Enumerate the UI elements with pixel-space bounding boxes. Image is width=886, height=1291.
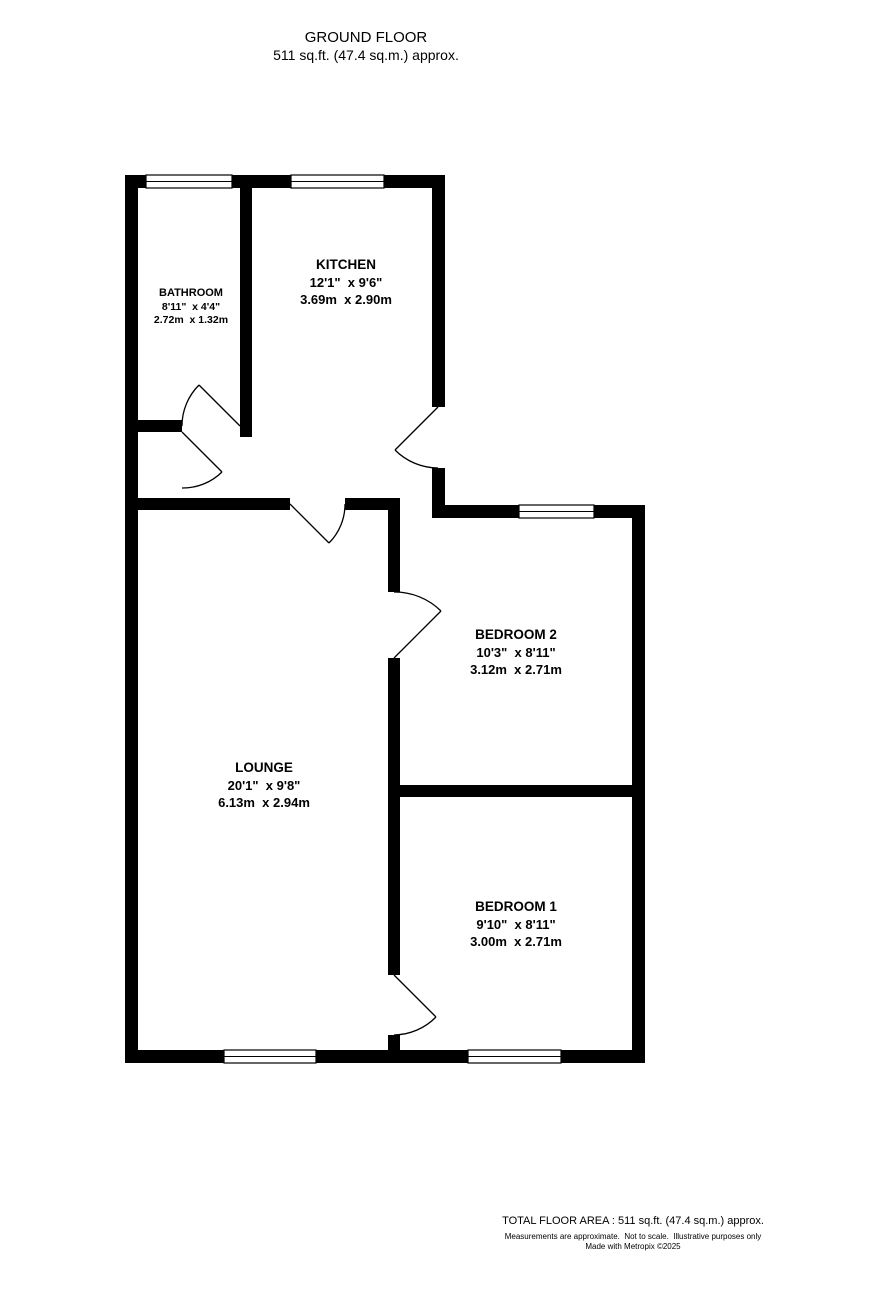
window: [223, 1049, 317, 1064]
wall-segment: [388, 658, 400, 797]
disclaimer-text: Measurements are approximate. Not to sca…: [505, 1232, 762, 1241]
wall-segment: [432, 175, 445, 407]
door-kitchen: [394, 406, 439, 469]
room-dim-metric: 3.12m x 2.71m: [470, 662, 562, 677]
room-dim-metric: 6.13m x 2.94m: [218, 795, 310, 810]
door-arc: [328, 503, 346, 544]
room-dim-imperial: 20'1" x 9'8": [228, 778, 301, 793]
plan-subtitle: 511 sq.ft. (47.4 sq.m.) approx.: [273, 47, 459, 63]
room-label-kitchen: KITCHEN 12'1" x 9'6" 3.69m x 2.90m: [300, 257, 392, 307]
plan-title: GROUND FLOOR: [305, 29, 428, 46]
room-dim-imperial: 12'1" x 9'6": [310, 275, 383, 290]
wall-segment: [240, 175, 252, 437]
door-bathroom: [181, 384, 241, 427]
room-label-bedroom2: BEDROOM 2 10'3" x 8'11" 3.12m x 2.71m: [470, 627, 562, 677]
wall-segment: [388, 797, 400, 975]
door-leaf: [393, 610, 442, 659]
wall-segment: [388, 785, 645, 797]
wall-segment: [388, 1035, 400, 1063]
room-name: BEDROOM 2: [475, 627, 557, 642]
room-label-bedroom1: BEDROOM 1 9'10" x 8'11" 3.00m x 2.71m: [470, 899, 562, 949]
wall-segment: [125, 498, 290, 510]
room-label-bathroom: BATHROOM 8'11" x 4'4" 2.72m x 1.32m: [154, 287, 228, 326]
door-leaf: [393, 974, 437, 1018]
door-hall: [181, 431, 223, 489]
door-leaf: [198, 384, 241, 427]
door-arc: [393, 1016, 437, 1036]
door-bedroom1: [393, 974, 437, 1036]
wall-segment: [345, 498, 400, 510]
door-leaf: [181, 431, 223, 473]
door-leaf: [289, 503, 330, 544]
window: [290, 174, 385, 189]
wall-segment: [632, 505, 645, 1063]
door-leaf: [394, 406, 439, 451]
total-floor-area: TOTAL FLOOR AREA : 511 sq.ft. (47.4 sq.m…: [502, 1215, 764, 1227]
wall-segment: [125, 420, 182, 432]
room-name: KITCHEN: [316, 257, 376, 272]
wall-segment: [125, 175, 138, 1063]
door-bedroom2: [393, 591, 442, 659]
windows: [145, 174, 595, 1064]
room-dim-metric: 3.69m x 2.90m: [300, 292, 392, 307]
room-label-lounge: LOUNGE 20'1" x 9'8" 6.13m x 2.94m: [218, 760, 310, 810]
window: [145, 174, 233, 189]
window: [518, 504, 595, 519]
door-arc: [394, 449, 439, 469]
plan-header: GROUND FLOOR 511 sq.ft. (47.4 sq.m.) app…: [273, 29, 459, 63]
door-arc: [181, 384, 200, 427]
room-dim-imperial: 8'11" x 4'4": [162, 301, 220, 313]
door-lounge: [289, 503, 346, 544]
room-dim-imperial: 10'3" x 8'11": [476, 645, 555, 660]
room-dim-metric: 3.00m x 2.71m: [470, 934, 562, 949]
wall-segment: [125, 1050, 645, 1063]
doors: [181, 384, 442, 1036]
room-dim-imperial: 9'10" x 8'11": [476, 917, 555, 932]
door-arc: [181, 471, 223, 489]
credit-text: Made with Metropix ©2025: [585, 1242, 681, 1251]
wall-segment: [388, 505, 400, 592]
plan-footer: TOTAL FLOOR AREA : 511 sq.ft. (47.4 sq.m…: [502, 1215, 764, 1251]
room-name: BEDROOM 1: [475, 899, 557, 914]
window: [467, 1049, 562, 1064]
room-dim-metric: 2.72m x 1.32m: [154, 314, 228, 326]
door-arc: [393, 591, 442, 612]
room-name: BATHROOM: [159, 287, 223, 299]
room-name: LOUNGE: [235, 760, 293, 775]
